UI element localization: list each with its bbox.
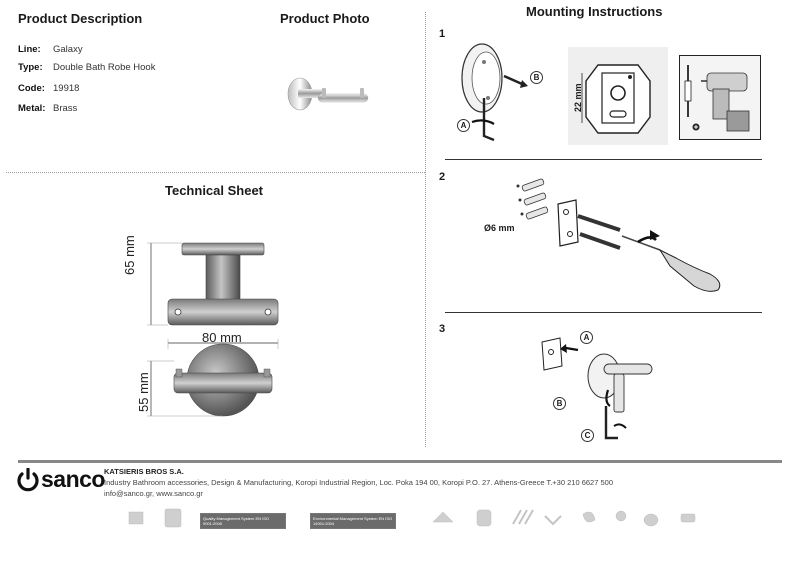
spec-line: Line:Galaxy [18, 44, 83, 55]
dim-height-label: 65 mm [122, 235, 137, 275]
spec-type: Type:Double Bath Robe Hook [18, 62, 156, 73]
cert-iso14001-badge: Environmental Management System EN ISO 1… [310, 513, 396, 529]
step-3-label-b: B [553, 397, 566, 410]
step-3-label-a: A [580, 331, 593, 344]
sanco-logo-icon [17, 468, 39, 492]
step-1-label-a: A [457, 119, 470, 132]
cert-iso9001-badge: Quality Management System EN ISO 9001:20… [200, 513, 286, 529]
divider-horizontal [6, 172, 425, 173]
step-3-diagram [541, 337, 653, 440]
step-3-label-c: C [581, 429, 594, 442]
dim-width-label: 80 mm [202, 330, 242, 345]
brand-name: sanco [41, 466, 105, 492]
technical-sheet-title: Technical Sheet [165, 183, 264, 198]
product-photo-title: Product Photo [280, 11, 370, 26]
mounting-instructions-title: Mounting Instructions [526, 4, 663, 19]
product-description-title: Product Description [18, 11, 143, 26]
step-separator-2 [445, 312, 762, 313]
footer-divider [18, 460, 782, 463]
step-3-number: 3 [439, 323, 446, 335]
step-2-diagram [516, 178, 721, 292]
company-contact: info@sanco.gr, www.sanco.gr [104, 489, 203, 498]
spec-metal: Metal:Brass [18, 103, 78, 114]
step-2-dim-label: Ø6 mm [484, 223, 515, 233]
step-1-label-b: B [530, 71, 543, 84]
step-1-number: 1 [439, 28, 446, 40]
step-1-dim-label: 22 mm [573, 83, 583, 112]
company-info: KATSIERIS BROS S.A. Industry Bathroom ac… [104, 466, 613, 499]
dim-depth-label: 55 mm [136, 372, 151, 412]
spec-code: Code:19918 [18, 83, 80, 94]
step-1-tools-drawing [684, 65, 750, 132]
company-name: KATSIERIS BROS S.A. [104, 467, 184, 476]
step-2-number: 2 [439, 171, 446, 183]
company-address: Industry Bathroom accessories, Design & … [104, 478, 613, 487]
step-1-plate-diagram [461, 43, 528, 142]
step-separator-1 [445, 159, 762, 160]
product-photo [287, 77, 369, 111]
divider-vertical [425, 12, 426, 447]
technical-drawing [147, 242, 279, 417]
badge-row-icons [128, 508, 696, 528]
step-1-plate-detail-drawing [581, 64, 651, 134]
